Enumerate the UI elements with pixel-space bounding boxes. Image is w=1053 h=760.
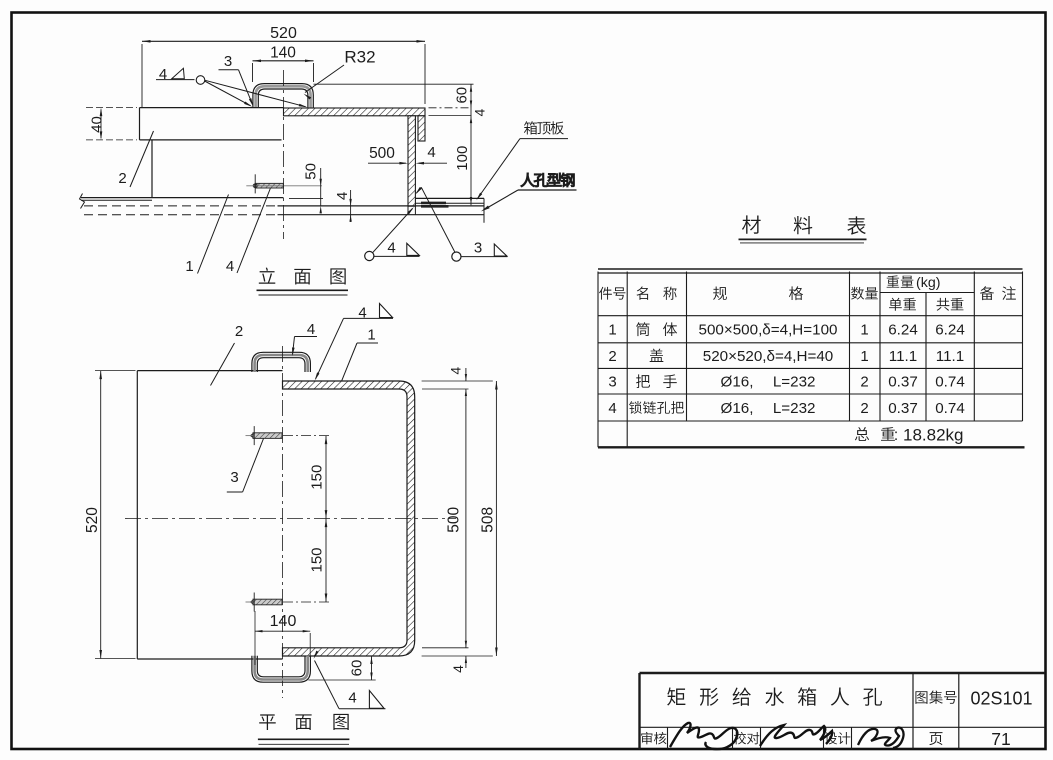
svg-text:Ø16, L=232: Ø16, L=232 — [721, 400, 816, 417]
svg-text:60: 60 — [348, 660, 365, 677]
svg-text:4: 4 — [226, 258, 234, 275]
svg-text:2: 2 — [235, 323, 243, 340]
svg-text:500: 500 — [369, 145, 395, 162]
svg-text:1: 1 — [860, 322, 868, 339]
svg-text:0.37: 0.37 — [888, 400, 918, 417]
svg-text:4: 4 — [450, 665, 466, 673]
svg-text:4: 4 — [427, 144, 435, 161]
svg-text:4: 4 — [387, 240, 395, 257]
svg-text:(kg): (kg) — [916, 275, 940, 291]
svg-text:3: 3 — [474, 240, 482, 257]
svg-text:140: 140 — [270, 613, 297, 630]
svg-text:150: 150 — [309, 465, 326, 490]
svg-text:11.1: 11.1 — [889, 348, 917, 365]
svg-text:100: 100 — [454, 146, 471, 171]
svg-text:R32: R32 — [344, 48, 375, 67]
svg-text:0.37: 0.37 — [888, 374, 918, 391]
svg-text:4: 4 — [608, 400, 616, 417]
svg-text:4: 4 — [348, 690, 356, 707]
svg-text:2: 2 — [860, 400, 868, 417]
svg-text:3: 3 — [608, 374, 616, 391]
svg-text:0.74: 0.74 — [935, 374, 965, 391]
svg-text:18.82kg: 18.82kg — [903, 426, 964, 445]
svg-text:3: 3 — [224, 53, 232, 70]
svg-text:40: 40 — [89, 116, 106, 133]
svg-text:150: 150 — [309, 547, 326, 572]
svg-text:4: 4 — [159, 66, 167, 83]
svg-text::: : — [894, 427, 898, 444]
svg-text:500×500,δ=4,H=100: 500×500,δ=4,H=100 — [699, 322, 838, 339]
svg-text:71: 71 — [991, 729, 1010, 749]
svg-text:508: 508 — [480, 507, 497, 533]
svg-text:140: 140 — [270, 45, 296, 62]
svg-text:6.24: 6.24 — [935, 322, 965, 339]
svg-text:520×520,δ=4,H=40: 520×520,δ=4,H=40 — [703, 348, 834, 365]
svg-text:4: 4 — [334, 192, 351, 200]
svg-text:2: 2 — [608, 348, 616, 365]
svg-text:2: 2 — [860, 374, 868, 391]
svg-text:6.24: 6.24 — [888, 322, 918, 339]
svg-text:02S101: 02S101 — [970, 689, 1032, 709]
svg-text:3: 3 — [230, 469, 238, 486]
svg-text:500: 500 — [445, 506, 462, 532]
svg-text:Ø16, L=232: Ø16, L=232 — [721, 374, 816, 391]
svg-text:50: 50 — [303, 163, 320, 180]
svg-text:520: 520 — [84, 507, 101, 533]
svg-text:4: 4 — [472, 108, 488, 116]
svg-text:1: 1 — [185, 258, 193, 275]
svg-text:1: 1 — [608, 322, 616, 339]
svg-text:2: 2 — [118, 170, 126, 187]
svg-text:11.1: 11.1 — [936, 348, 964, 365]
svg-text:1: 1 — [367, 327, 375, 344]
svg-text:4: 4 — [307, 321, 315, 338]
svg-text:4: 4 — [358, 305, 366, 322]
svg-text:60: 60 — [454, 87, 471, 104]
svg-text:520: 520 — [270, 25, 297, 42]
svg-text:0.74: 0.74 — [935, 400, 965, 417]
svg-text:4: 4 — [448, 367, 464, 375]
svg-text:1: 1 — [860, 348, 868, 365]
